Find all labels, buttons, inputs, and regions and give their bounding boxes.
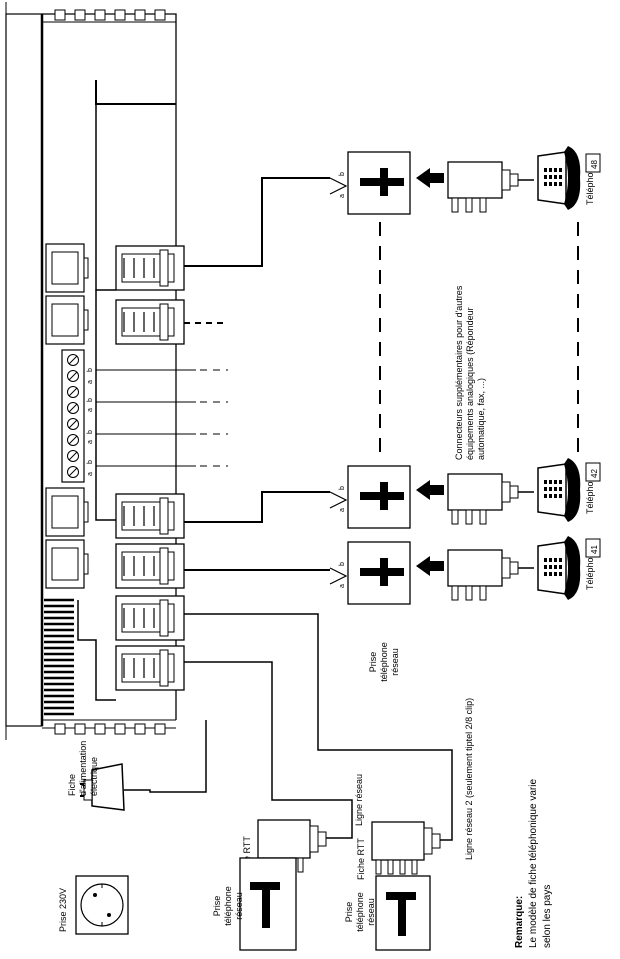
prise-230v-label: Prise 230V	[58, 888, 68, 932]
svg-text:Prisetéléphoneréseau: Prisetéléphoneréseau	[212, 886, 244, 926]
wall-socket-lower-1: Prisetéléphoneréseau	[212, 857, 297, 951]
unit-socket-4	[45, 539, 89, 589]
phone-2-label: Téléphone 2	[585, 464, 595, 514]
vent-squares-bottom	[54, 723, 166, 735]
connecteurs-text: Connecteurs supplémentaires pour d'autre…	[454, 285, 486, 460]
phone-1-label: Téléphone 1	[585, 540, 595, 590]
note: Remarque: Le modèle de fiche téléphoniqu…	[514, 779, 553, 948]
wall-socket-2: ab	[329, 465, 411, 529]
note-line-2: selon les pays	[542, 885, 553, 948]
terminal-a-4: a	[87, 472, 94, 476]
wall-socket-3: ab	[329, 541, 411, 605]
rj-module-2	[115, 299, 185, 345]
ab-label-a: a	[339, 508, 346, 512]
rj-module-4	[115, 543, 185, 589]
wall-outlet-230v: Prise 230V	[58, 875, 129, 935]
cooling-fins	[44, 598, 74, 716]
ligne-reseau-label: Ligne réseau	[354, 774, 364, 826]
rj-module-1	[115, 245, 185, 291]
pabx-unit: b a b a b a b a	[5, 2, 177, 740]
unit-socket-3	[45, 487, 89, 537]
phone-plug-1	[447, 161, 534, 213]
rj-module-6	[115, 645, 185, 691]
rtt-plug-2: Fiche RTT	[356, 821, 441, 880]
unit-socket-1	[45, 243, 89, 293]
fiche-rtt-label-2: Fiche RTT	[356, 838, 366, 880]
rtt-plug-1: Fiche RTT	[242, 819, 327, 878]
ab-label-a: a	[339, 194, 346, 198]
phone-8-number: 48	[590, 160, 599, 169]
rj-module-5	[115, 595, 185, 641]
note-line-1: Le modèle de fiche téléphonique varie	[528, 779, 539, 948]
svg-text:Fiched'alimentationélectrique: Fiched'alimentationélectrique	[67, 741, 99, 796]
phone-8-label: Téléphone 8	[585, 155, 595, 205]
ligne-reseau-2-label: Ligne réseau 2 (seulement tiptel 2/8 cli…	[464, 698, 474, 860]
ab-label-a: a	[339, 584, 346, 588]
power-adapter: Fiched'alimentationélectrique	[67, 741, 125, 811]
phone-plug-2	[447, 473, 534, 525]
telephone-icon	[537, 536, 581, 600]
terminal-b-1: b	[87, 368, 94, 372]
prise-reseau-label-center: Prisetéléphoneréseau	[368, 642, 400, 682]
terminal-a-2: a	[87, 408, 94, 412]
wall-socket-1: ab	[329, 151, 411, 215]
terminal-b-3: b	[87, 430, 94, 434]
terminal-b-2: b	[87, 398, 94, 402]
terminal-b-4: b	[87, 460, 94, 464]
phone-labels: Téléphone 8 48 Téléphone 2 42 Téléphone …	[585, 153, 601, 590]
unit-socket-2	[45, 295, 89, 345]
fiche-rtt-label-1: Fiche RTT	[242, 836, 252, 878]
vent-squares-top	[54, 9, 166, 21]
telephone-icon	[537, 146, 581, 210]
ab-label-b: b	[339, 172, 346, 176]
wall-socket-lower-2: Prisetéléphoneréseau	[344, 875, 431, 951]
terminal-a-3: a	[87, 440, 94, 444]
svg-text:Prisetéléphoneréseau: Prisetéléphoneréseau	[344, 892, 376, 932]
rj-module-3	[115, 493, 185, 539]
terminal-block: b a b a b a b a	[61, 349, 94, 483]
arrows	[416, 168, 444, 576]
phone-2-number: 42	[590, 469, 599, 478]
ab-label-b: b	[339, 486, 346, 490]
phone-plug-3	[447, 549, 534, 601]
telephone-icon	[537, 458, 581, 522]
terminal-a-1: a	[87, 380, 94, 384]
connecteurs-label: Connecteurs supplémentaires pour d'autre…	[454, 285, 486, 460]
phone-1-number: 41	[590, 545, 599, 554]
ab-label-b: b	[339, 562, 346, 566]
terminal-extensions	[96, 369, 228, 467]
note-title: Remarque:	[514, 896, 525, 948]
